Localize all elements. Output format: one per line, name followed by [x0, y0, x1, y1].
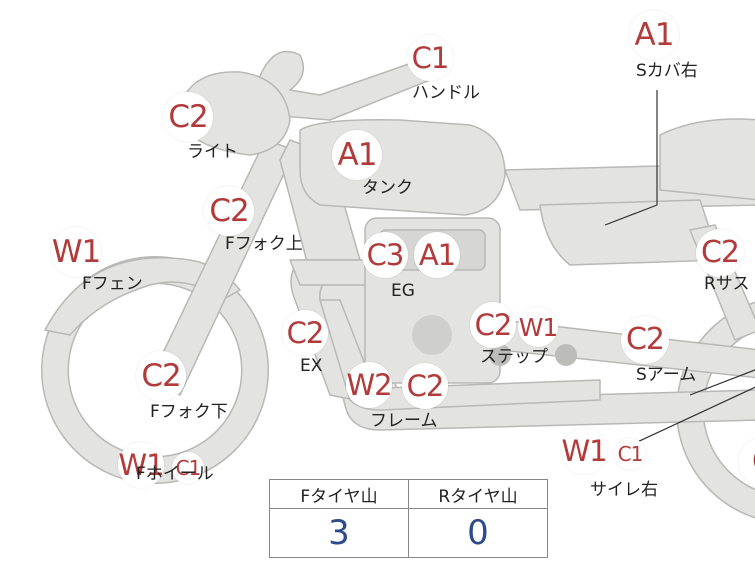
eg-grade-badge: A1 — [414, 232, 460, 278]
front-tire-value: 3 — [269, 508, 409, 558]
frame-grade-badge: W2 — [346, 362, 393, 408]
front-tire-header: Fタイヤ山 — [269, 479, 409, 509]
tank-grade-badge: A1 — [332, 130, 382, 180]
leader-s-cover — [604, 90, 658, 226]
front-fender — [44, 257, 241, 336]
side-cover — [539, 199, 721, 266]
tank — [299, 118, 506, 216]
tire-tread-table: Fタイヤ山 Rタイヤ山 3 0 — [269, 479, 548, 558]
handlebar — [254, 50, 431, 121]
leader-silencer — [619, 386, 755, 451]
leader-s-arm — [689, 369, 755, 396]
f-wheel-label: Fホイール — [136, 464, 214, 484]
eg-label: EG — [391, 281, 415, 301]
frame-label: フレーム — [370, 411, 438, 431]
r-sus-grade-badge: C2 — [696, 229, 744, 277]
f-fork-low-label: Fフォク下 — [150, 402, 228, 422]
s-arm-grade-badge: C2 — [621, 316, 669, 364]
rear-tire-header: Rタイヤ山 — [408, 479, 548, 509]
r-wheel-grade-badge: C — [738, 438, 755, 486]
light-label: ライト — [187, 142, 238, 162]
light-grade-badge: C2 — [163, 92, 213, 142]
silencer-r-grade-badge: C1 — [614, 438, 646, 470]
f-fork-up-label: Fフォク上 — [225, 234, 303, 254]
s-cover-r-grade-badge: A1 — [629, 10, 679, 60]
handle-grade-badge: C1 — [407, 35, 453, 81]
ex-label: EX — [300, 356, 323, 376]
f-fender-grade-badge: W1 — [51, 227, 101, 277]
s-cover-r-label: Sカバ右 — [636, 61, 698, 81]
s-arm-label: Sアーム — [636, 365, 697, 385]
eg-grade-badge: C3 — [362, 232, 408, 278]
frame-grade-badge: C2 — [402, 363, 448, 409]
rear-tire-value: 0 — [408, 508, 548, 558]
silencer-r-grade-badge: W1 — [561, 428, 608, 474]
f-wheel-grade-badge: W1 — [118, 442, 165, 488]
ex-grade-badge: C2 — [282, 310, 328, 356]
step-grade-badge: C2 — [470, 302, 516, 348]
tank-label: タンク — [362, 178, 413, 198]
silencer-r-label: サイレ右 — [590, 480, 658, 500]
f-wheel-grade-badge: C1 — [172, 452, 204, 484]
step-label: ステップ — [480, 347, 548, 367]
step-grade-badge: W1 — [518, 307, 558, 347]
f-fender-label: Fフェン — [82, 274, 143, 294]
f-fork-up-grade-badge: C2 — [204, 186, 254, 236]
r-sus-label: Rサス — [704, 274, 750, 294]
f-fork-low-grade-badge: C2 — [136, 351, 186, 401]
handle-label: ハンドル — [412, 83, 480, 103]
headlight — [184, 71, 291, 156]
